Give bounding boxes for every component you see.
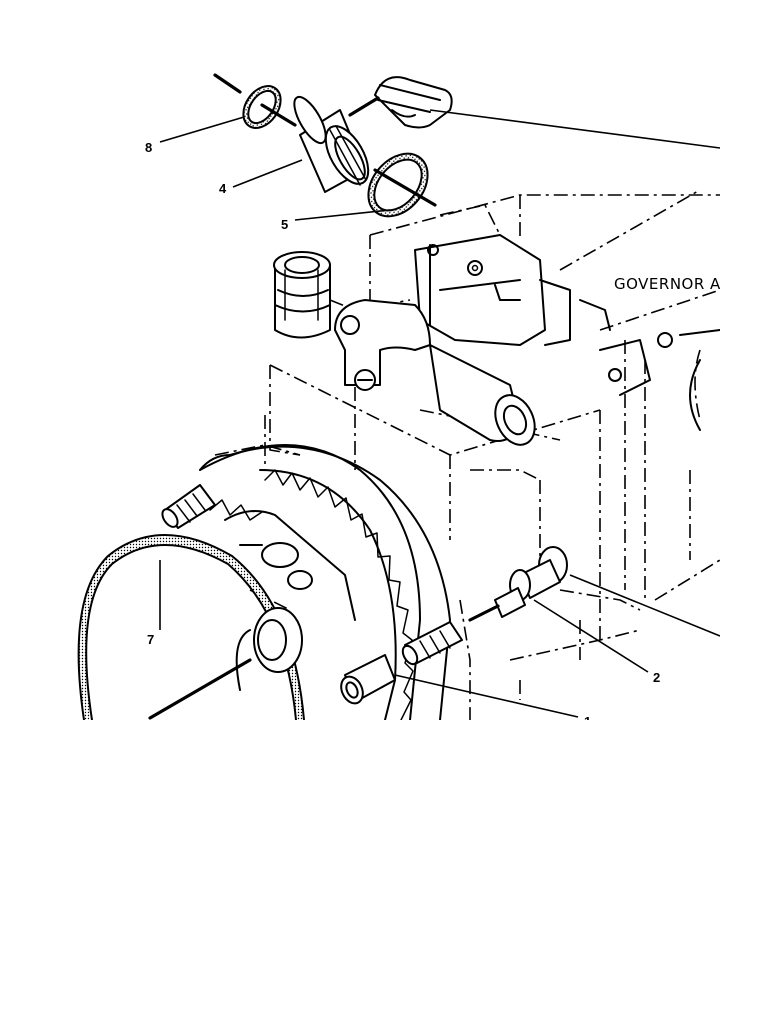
callout-8: 7 (147, 632, 154, 647)
callout-2: 2 (653, 670, 660, 685)
callout-7: 8 (145, 140, 152, 155)
leader-lines (159, 109, 720, 718)
hub-bore (148, 607, 303, 720)
part-5-o-ring (367, 152, 437, 218)
fuel-elbow (334, 299, 536, 446)
fuel-fitting (273, 251, 331, 339)
drawing-area: 8 4 5 7 2 1 GOVERNOR AS (77, 73, 731, 729)
governor-assembly-label: GOVERNOR AS (614, 275, 731, 293)
locating-stud (161, 484, 216, 529)
callout-1: 1 (584, 714, 591, 729)
part-4-coupling-sleeve (293, 95, 370, 193)
callout-4: 4 (219, 181, 227, 196)
callout-5: 5 (281, 217, 288, 232)
governor-housing (414, 234, 720, 431)
part-7-o-ring (213, 73, 297, 129)
clamp-bracket (348, 76, 453, 129)
callout-labels: 8 4 5 7 2 1 (145, 140, 660, 729)
part-2-sleeve (468, 546, 568, 622)
part-1-bushing (340, 621, 463, 705)
